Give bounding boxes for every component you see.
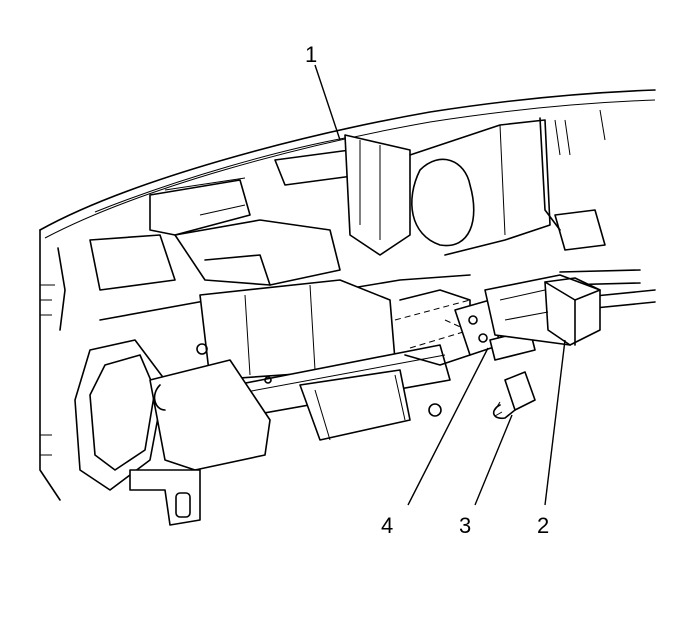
center-support-structure xyxy=(89,119,551,291)
leader-lines xyxy=(314,64,566,506)
instrument-panel-carrier xyxy=(39,89,656,501)
lower-console-frame xyxy=(99,274,471,441)
callout-3: 3 xyxy=(459,513,471,538)
module-assembly xyxy=(484,274,601,346)
callout-1: 1 xyxy=(305,42,317,67)
connector-clip xyxy=(492,371,536,420)
callout-4: 4 xyxy=(381,513,393,538)
left-hvac-module xyxy=(74,339,271,526)
callout-2: 2 xyxy=(537,513,549,538)
